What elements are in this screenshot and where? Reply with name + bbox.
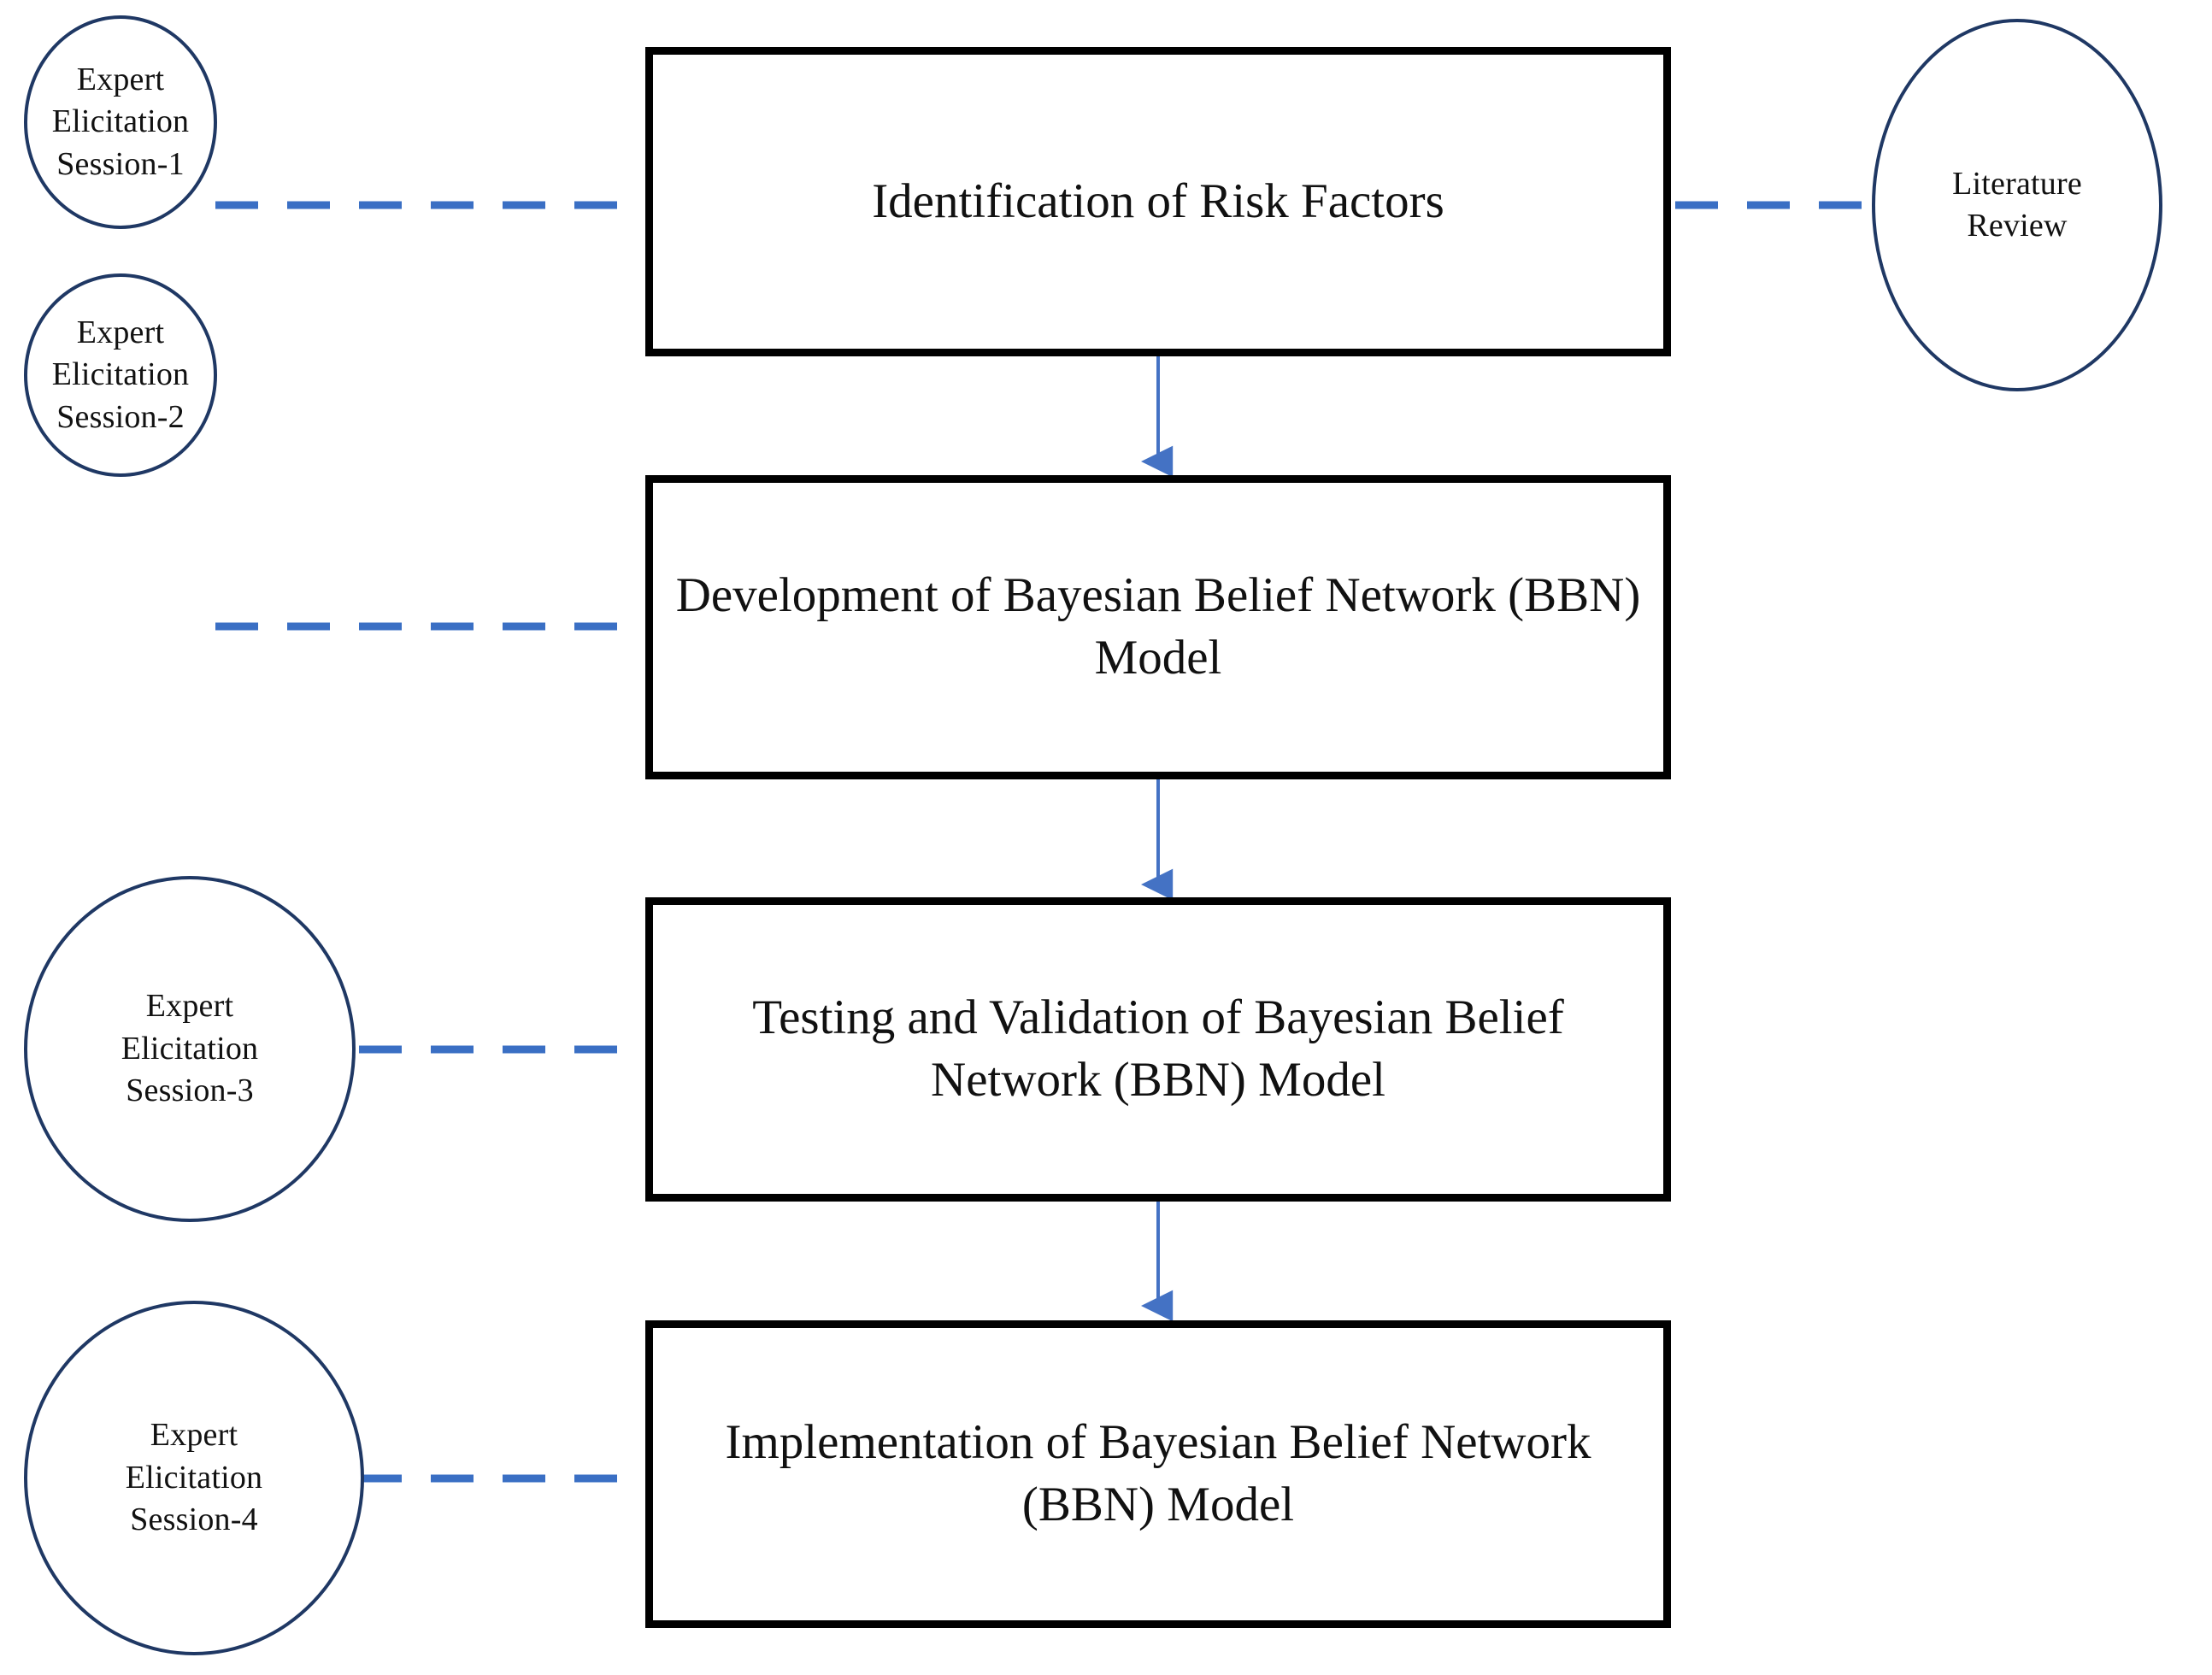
- source-circle-session-2[interactable]: Expert Elicitation Session-2: [24, 273, 217, 477]
- process-box-step-2[interactable]: Development of Bayesian Belief Network (…: [645, 475, 1671, 779]
- process-box-step-1[interactable]: Identification of Risk Factors: [645, 47, 1671, 356]
- source-circle-literature-review[interactable]: Literature Review: [1872, 19, 2162, 391]
- process-box-step-4[interactable]: Implementation of Bayesian Belief Networ…: [645, 1320, 1671, 1628]
- process-box-step-3[interactable]: Testing and Validation of Bayesian Belie…: [645, 897, 1671, 1202]
- source-circle-session-3-label: Expert Elicitation Session-3: [121, 988, 259, 1109]
- source-circle-session-4[interactable]: Expert Elicitation Session-4: [24, 1301, 364, 1655]
- source-circle-session-4-label: Expert Elicitation Session-4: [125, 1417, 263, 1538]
- process-box-step-2-label: Development of Bayesian Belief Network (…: [675, 568, 1641, 685]
- process-box-step-1-label: Identification of Risk Factors: [872, 173, 1444, 228]
- source-circle-session-2-label: Expert Elicitation Session-2: [51, 314, 190, 435]
- source-circle-session-1[interactable]: Expert Elicitation Session-1: [24, 15, 217, 229]
- process-box-step-3-label: Testing and Validation of Bayesian Belie…: [752, 990, 1564, 1107]
- process-box-step-4-label: Implementation of Bayesian Belief Networ…: [725, 1415, 1591, 1531]
- source-circle-session-1-label: Expert Elicitation Session-1: [51, 61, 190, 182]
- source-circle-session-3[interactable]: Expert Elicitation Session-3: [24, 876, 356, 1222]
- source-circle-literature-review-label: Literature Review: [1952, 165, 2082, 244]
